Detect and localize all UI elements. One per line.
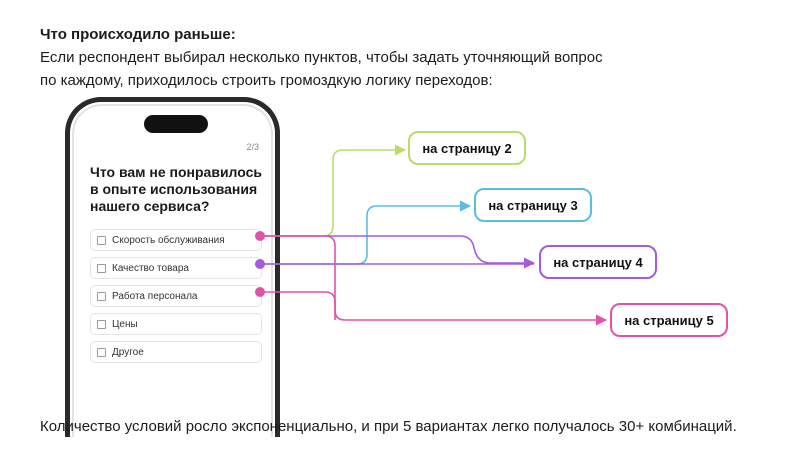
connector-dot-pink xyxy=(255,287,265,297)
target-label: на страницу 4 xyxy=(553,254,643,270)
option-other[interactable]: Другое xyxy=(90,341,262,363)
dynamic-island xyxy=(144,115,208,133)
option-label: Работа персонала xyxy=(112,290,198,302)
target-page-3: на страницу 3 xyxy=(474,188,592,222)
phone-mockup: 2/3 Что вам не понравилось в опыте испол… xyxy=(65,97,280,437)
intro-text: Что происходило раньше: Если респондент … xyxy=(40,23,603,92)
connector-dot-purple xyxy=(255,259,265,269)
arrow-to-page-4-a xyxy=(263,235,536,269)
option-prices[interactable]: Цены xyxy=(90,313,262,335)
intro-title: Что происходило раньше: xyxy=(40,26,236,43)
option-label: Другое xyxy=(112,346,144,358)
option-staff[interactable]: Работа персонала xyxy=(90,285,262,307)
phone-bezel xyxy=(72,104,273,437)
target-page-2: на страницу 2 xyxy=(408,131,526,165)
arrow-to-page-3 xyxy=(263,200,472,265)
target-page-4: на страницу 4 xyxy=(539,245,657,279)
question-title: Что вам не понравилось в опыте использов… xyxy=(90,164,263,214)
option-label: Качество товара xyxy=(112,262,189,274)
option-label: Скорость обслуживания xyxy=(112,234,225,246)
target-label: на страницу 3 xyxy=(488,197,578,213)
target-label: на страницу 2 xyxy=(422,140,512,156)
arrow-to-page-5-a xyxy=(263,235,608,326)
footer-text: Количество условий росло экспоненциально… xyxy=(40,418,737,435)
checkbox[interactable] xyxy=(97,347,106,357)
arrow-to-page-5-b xyxy=(263,291,336,320)
intro-line-1: Если респондент выбирал несколько пункто… xyxy=(40,49,603,66)
intro-line-2: по каждому, приходилось строить громоздк… xyxy=(40,72,493,89)
checkbox[interactable] xyxy=(97,263,106,273)
page-counter: 2/3 xyxy=(246,142,259,152)
target-page-5: на страницу 5 xyxy=(610,303,728,337)
option-speed[interactable]: Скорость обслуживания xyxy=(90,229,262,251)
arrow-to-page-2 xyxy=(263,144,407,237)
checkbox[interactable] xyxy=(97,291,106,301)
checkbox[interactable] xyxy=(97,319,106,329)
checkbox[interactable] xyxy=(97,235,106,245)
target-label: на страницу 5 xyxy=(624,312,714,328)
connector-dot-pink xyxy=(255,231,265,241)
option-label: Цены xyxy=(112,318,138,330)
option-quality[interactable]: Качество товара xyxy=(90,257,262,279)
